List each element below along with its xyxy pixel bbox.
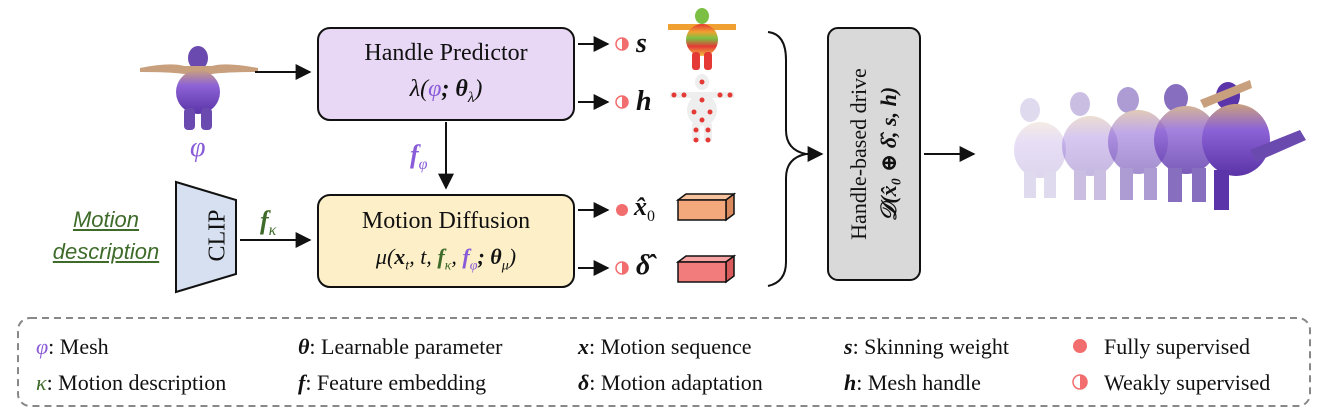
md-end: ) xyxy=(508,244,517,269)
weak-dot-h xyxy=(615,95,629,109)
md-mu: μ( xyxy=(375,244,395,269)
legend-mesh-sym: φ xyxy=(36,334,49,359)
legend-mesh-text: : Mesh xyxy=(48,334,109,359)
f-kappa-f: f xyxy=(260,206,269,235)
hp-formula-theta: ; θ xyxy=(441,76,468,102)
legend-motion-adapt-sym: δ xyxy=(578,370,590,395)
legend-learnable-sym: θ xyxy=(298,334,310,359)
md-mu-sub: μ xyxy=(501,258,509,274)
md-theta: ; θ xyxy=(477,244,502,269)
handle-drive-box xyxy=(827,27,921,281)
legend-motion-desc-text: : Motion description xyxy=(46,370,227,395)
output-delta-label: δ̂ xyxy=(636,250,651,281)
legend-skinning-text: : Skinning weight xyxy=(852,334,1010,359)
md-phi-sub: φ xyxy=(469,258,478,274)
motion-description-line2: description xyxy=(52,239,160,264)
clip-encoder-shape xyxy=(175,180,237,294)
legend-box xyxy=(17,317,1311,407)
merge-brace xyxy=(767,31,807,287)
legend-skinning: s: Skinning weight xyxy=(844,334,1009,360)
output-s-label: s xyxy=(636,28,647,59)
f-kappa-label: fκ xyxy=(260,206,276,240)
md-comma: , xyxy=(451,244,463,269)
output-x0-x: x̂ xyxy=(634,192,647,221)
legend-feature-sym: f xyxy=(298,370,306,395)
legend-handle-sym: h xyxy=(844,370,857,395)
hp-formula-pre: λ( xyxy=(409,76,429,102)
legend-learnable: θ: Learnable parameter xyxy=(298,334,502,360)
clip-label: CLIP xyxy=(204,209,231,262)
handle-drive-line2: 𝒟(x̂₀ ⊕ δ̂, s, h) xyxy=(876,86,901,222)
output-x0-label: x̂0 xyxy=(634,192,655,226)
output-h-label: h xyxy=(636,86,652,117)
output-x0-sub: 0 xyxy=(647,208,655,226)
handle-drive-line1: Handle-based drive xyxy=(846,68,871,240)
legend-motion-seq-text: : Motion sequence xyxy=(589,334,752,359)
hp-formula-end: ) xyxy=(474,76,483,102)
md-f-phi: f xyxy=(462,244,470,269)
hp-formula-phi: φ xyxy=(428,76,442,102)
legend-mesh: φ: Mesh xyxy=(36,334,109,360)
f-phi-f: f xyxy=(410,140,419,169)
f-phi-label: fφ xyxy=(410,140,428,174)
legend-motion-adapt-text: : Motion adaptation xyxy=(589,370,763,395)
legend-motion-seq: x: Motion sequence xyxy=(578,334,752,360)
motion-diffusion-formula: μ(xt, t, fκ, fφ; θμ) xyxy=(318,244,574,274)
mesh-handle-figure xyxy=(670,74,734,143)
motion-description-label: Motion description xyxy=(46,204,166,268)
md-mid: , t, xyxy=(409,244,438,269)
legend-motion-adapt: δ: Motion adaptation xyxy=(578,370,763,396)
legend-learnable-text: : Learnable parameter xyxy=(309,334,503,359)
handle-predictor-title: Handle Predictor xyxy=(364,40,528,66)
legend-feature: f: Feature embedding xyxy=(298,370,486,396)
weak-dot-s xyxy=(615,37,629,51)
legend-weakly: Weakly supervised xyxy=(1104,370,1271,395)
legend-fully: Fully supervised xyxy=(1104,334,1251,359)
input-mesh-figure xyxy=(140,46,258,130)
handle-predictor-formula: λ(φ; θλ) xyxy=(318,76,574,107)
md-f-kappa: f xyxy=(437,244,445,269)
legend-motion-desc: κ: Motion description xyxy=(36,370,226,396)
f-kappa-sub: κ xyxy=(268,222,277,240)
legend-handle-text: : Mesh handle xyxy=(856,370,981,395)
f-phi-sub: φ xyxy=(418,156,428,174)
legend-skinning-sym: s xyxy=(844,334,853,359)
md-x: x xyxy=(394,244,406,269)
legend-feature-text: : Feature embedding xyxy=(305,370,487,395)
md-kappa-sub: κ xyxy=(444,258,452,274)
legend-full-dot xyxy=(1073,339,1087,353)
input-phi-label: φ xyxy=(190,132,206,163)
x0-tensor-box xyxy=(675,192,737,222)
handle-drive-label: Handle-based drive 𝒟(x̂₀ ⊕ δ̂, s, h) xyxy=(844,34,904,274)
motion-description-line1: Motion xyxy=(72,207,140,232)
legend-motion-seq-sym: x xyxy=(578,334,589,359)
delta-tensor-box xyxy=(675,254,737,284)
weak-dot-delta xyxy=(615,261,629,275)
full-dot-x0 xyxy=(616,204,628,216)
handle-predictor-box xyxy=(317,27,575,121)
motion-diffusion-box xyxy=(317,194,575,288)
legend-handle: h: Mesh handle xyxy=(844,370,981,396)
skinning-weight-figure xyxy=(668,8,736,70)
legend-weak-dot xyxy=(1072,374,1088,390)
hp-formula-sub: λ xyxy=(467,89,475,106)
output-motion-figures xyxy=(1014,80,1306,210)
md-t-sub: t xyxy=(405,258,410,274)
motion-diffusion-title: Motion Diffusion xyxy=(361,208,531,234)
legend-motion-desc-sym: κ xyxy=(36,370,47,395)
